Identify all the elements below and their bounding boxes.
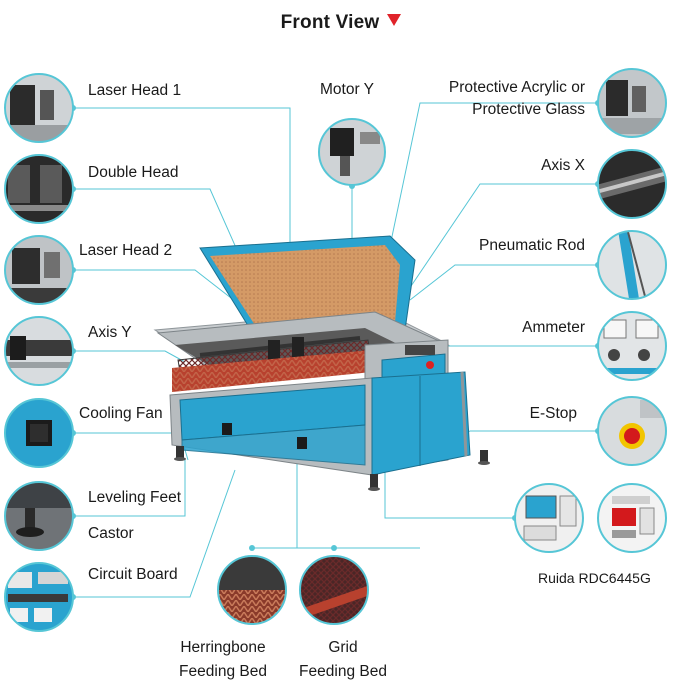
leveling-feet-circle <box>4 481 74 551</box>
motor-y-circle <box>318 118 386 186</box>
ruida-panel-image-1 <box>515 484 583 552</box>
label-leveling-feet: Leveling Feet <box>88 489 182 506</box>
label-circuit-board: Circuit Board <box>88 566 178 583</box>
label-motor-y: Motor Y <box>320 81 374 98</box>
label-herringbone-line2: Feeding Bed <box>179 663 267 680</box>
protective-glass-circle <box>597 68 667 138</box>
label-herringbone-bed: Herringbone Feeding Bed <box>168 636 278 684</box>
laser-head-2-circle <box>4 235 74 305</box>
leveling-feet-image <box>5 482 73 550</box>
label-grid-line1: Grid <box>328 639 358 656</box>
pneumatic-rod-circle <box>597 230 667 300</box>
double-head-image <box>5 155 73 223</box>
e-stop-image <box>598 397 666 465</box>
ruida-panel-circle-1 <box>514 483 584 553</box>
page-title: Front View <box>0 12 682 34</box>
label-axis-y: Axis Y <box>88 324 132 341</box>
label-laser-head-2: Laser Head 2 <box>79 242 173 259</box>
label-ammeter: Ammeter <box>522 319 585 336</box>
motor-y-image <box>319 119 385 185</box>
double-head-circle <box>4 154 74 224</box>
label-ruida: Ruida RDC6445G <box>538 570 651 586</box>
ruida-panel-image-2 <box>598 484 666 552</box>
axis-x-circle <box>597 149 667 219</box>
pneumatic-rod-image <box>598 231 666 299</box>
label-grid-bed: Grid Feeding Bed <box>288 636 398 684</box>
laser-head-2-image <box>5 236 73 304</box>
circuit-board-image <box>5 563 73 631</box>
herringbone-bed-circle <box>217 555 287 625</box>
label-cooling-fan: Cooling Fan <box>79 405 163 422</box>
grid-bed-circle <box>299 555 369 625</box>
axis-y-image <box>5 317 73 385</box>
laser-head-1-image <box>5 74 73 142</box>
circuit-board-circle <box>4 562 74 632</box>
axis-y-circle <box>4 316 74 386</box>
ammeter-circle <box>597 311 667 381</box>
label-protective-line1: Protective Acrylic or <box>448 79 585 96</box>
title-text: Front View <box>280 12 380 33</box>
laser-head-1-circle <box>4 73 74 143</box>
label-grid-line2: Feeding Bed <box>299 663 387 680</box>
grid-bed-image <box>300 556 368 624</box>
ruida-panel-circle-2 <box>597 483 667 553</box>
e-stop-circle <box>597 396 667 466</box>
label-castor: Castor <box>88 525 134 542</box>
protective-glass-image <box>598 69 666 137</box>
down-triangle-icon <box>387 14 402 26</box>
axis-x-image <box>598 150 666 218</box>
label-double-head: Double Head <box>88 164 179 181</box>
laser-machine <box>153 235 490 491</box>
label-protective-line2: Protective Glass <box>472 101 585 118</box>
cooling-fan-circle <box>4 398 74 468</box>
cooling-fan-image <box>5 399 73 467</box>
label-axis-x: Axis X <box>541 157 585 174</box>
label-herringbone-line1: Herringbone <box>180 639 266 656</box>
label-pneumatic-rod: Pneumatic Rod <box>479 237 585 254</box>
ammeter-image <box>598 312 666 380</box>
label-e-stop: E-Stop <box>529 405 577 422</box>
herringbone-bed-image <box>218 556 286 624</box>
label-laser-head-1: Laser Head 1 <box>88 82 182 99</box>
